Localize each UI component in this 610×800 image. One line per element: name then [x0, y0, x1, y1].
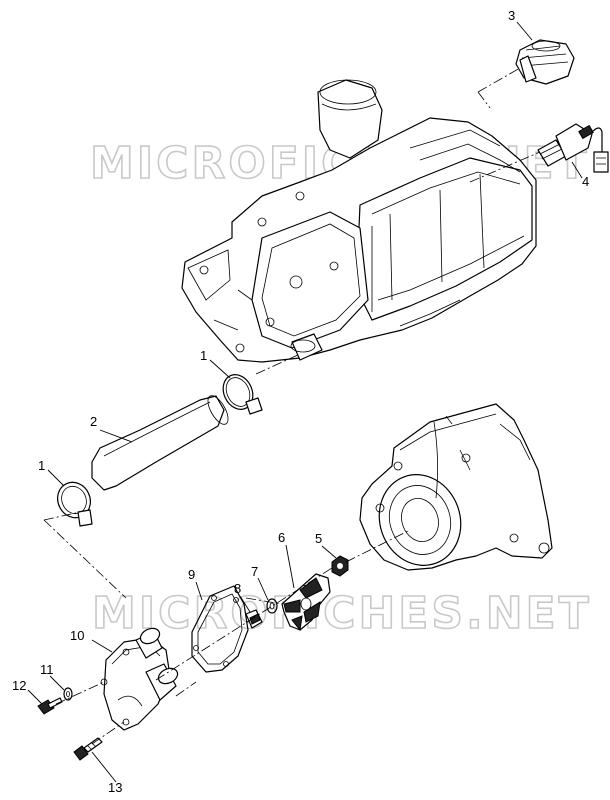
impeller-nut	[331, 555, 349, 577]
callout-12: 12	[12, 678, 26, 693]
cover-bolt	[73, 737, 103, 761]
pump-cover-gasket	[191, 585, 249, 673]
hose-clamp-upper	[222, 374, 263, 415]
water-pump-cover	[100, 627, 179, 731]
mechanical-seal	[245, 609, 263, 629]
callout-9: 9	[188, 567, 195, 582]
callout-labels: 3 4 1 2 1 5 6 7 8 9 10 11 12 13	[12, 8, 589, 795]
callout-3: 3	[508, 8, 515, 23]
water-pump-impeller	[281, 573, 331, 632]
thermostat-cap	[515, 39, 575, 85]
callout-7: 7	[251, 564, 258, 579]
drain-bolt	[37, 697, 63, 715]
hose-clamp-lower	[57, 481, 93, 527]
callout-11: 11	[40, 662, 54, 677]
temperature-sensor	[537, 123, 609, 173]
cylinder-head	[181, 79, 537, 363]
callout-5: 5	[315, 531, 322, 546]
assembly-lines	[43, 67, 541, 745]
crankcase	[359, 403, 553, 571]
callout-2: 2	[90, 414, 97, 429]
callout-4: 4	[582, 174, 589, 189]
callout-10: 10	[70, 628, 84, 643]
callout-1-lower: 1	[38, 458, 45, 473]
callout-1-upper: 1	[200, 348, 207, 363]
coolant-hose	[91, 395, 229, 491]
watermark-bottom: MICROFICHES.NET	[92, 588, 592, 639]
callout-6: 6	[278, 530, 285, 545]
callout-13: 13	[108, 780, 122, 795]
leader-lines	[27, 21, 583, 783]
callout-8: 8	[234, 581, 241, 596]
impeller-washer	[266, 598, 278, 614]
drain-washer	[63, 687, 73, 701]
